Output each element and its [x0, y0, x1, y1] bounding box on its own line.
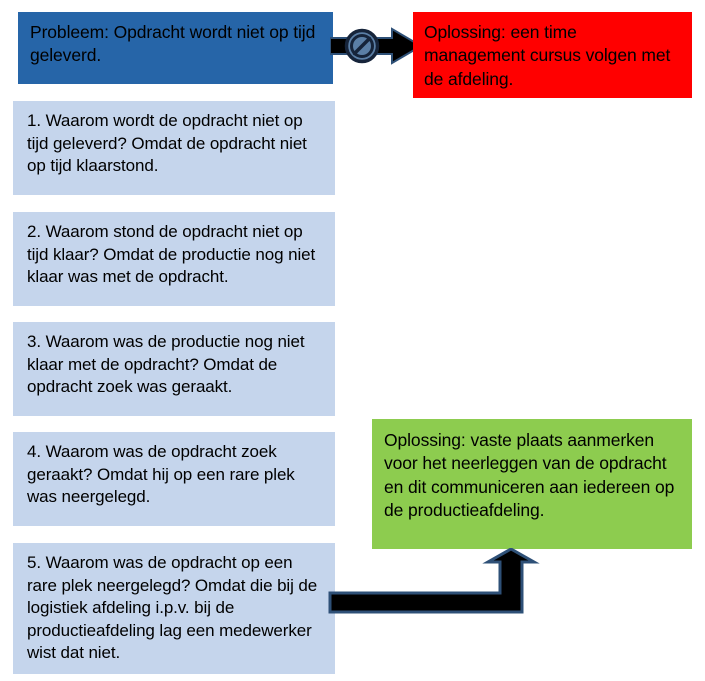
why-step-box-1: 1. Waarom wordt de opdracht niet op tijd…: [13, 101, 335, 195]
elbow-arrow-connector: [328, 547, 560, 620]
prohibition-inner-ring: [350, 34, 374, 58]
why-step-box-4: 4. Waarom was de opdracht zoek geraakt? …: [13, 432, 335, 526]
accepted-solution-text: Oplossing: vaste plaats aanmerken voor h…: [384, 430, 680, 520]
why-step-text-4: 4. Waarom was de opdracht zoek geraakt? …: [27, 442, 300, 507]
why-step-text-1: 1. Waarom wordt de opdracht niet op tijd…: [27, 111, 312, 176]
why-step-text-3: 3. Waarom was de productie nog niet klaa…: [27, 332, 310, 397]
why-step-text-5: 5. Waarom was de opdracht op een rare pl…: [27, 553, 322, 663]
why-step-box-3: 3. Waarom was de productie nog niet klaa…: [13, 322, 335, 416]
why-step-box-2: 2. Waarom stond de opdracht niet op tijd…: [13, 212, 335, 306]
blocked-arrow-svg: [329, 27, 423, 65]
prohibition-slash: [352, 36, 372, 56]
elbow-arrow-svg: [328, 547, 540, 614]
rejected-solution-text: Oplossing: een time management cursus vo…: [424, 22, 675, 89]
rejected-solution-box: Oplossing: een time management cursus vo…: [413, 12, 692, 98]
problem-box: Probleem: Opdracht wordt niet op tijd ge…: [18, 12, 333, 84]
why-step-text-2: 2. Waarom stond de opdracht niet op tijd…: [27, 222, 320, 287]
why-step-box-5: 5. Waarom was de opdracht op een rare pl…: [13, 543, 335, 674]
elbow-arrow-shape: [328, 547, 540, 614]
problem-box-text: Probleem: Opdracht wordt niet op tijd ge…: [30, 22, 320, 66]
accepted-solution-box: Oplossing: vaste plaats aanmerken voor h…: [372, 419, 692, 549]
blocked-arrow-connector: [329, 22, 423, 70]
